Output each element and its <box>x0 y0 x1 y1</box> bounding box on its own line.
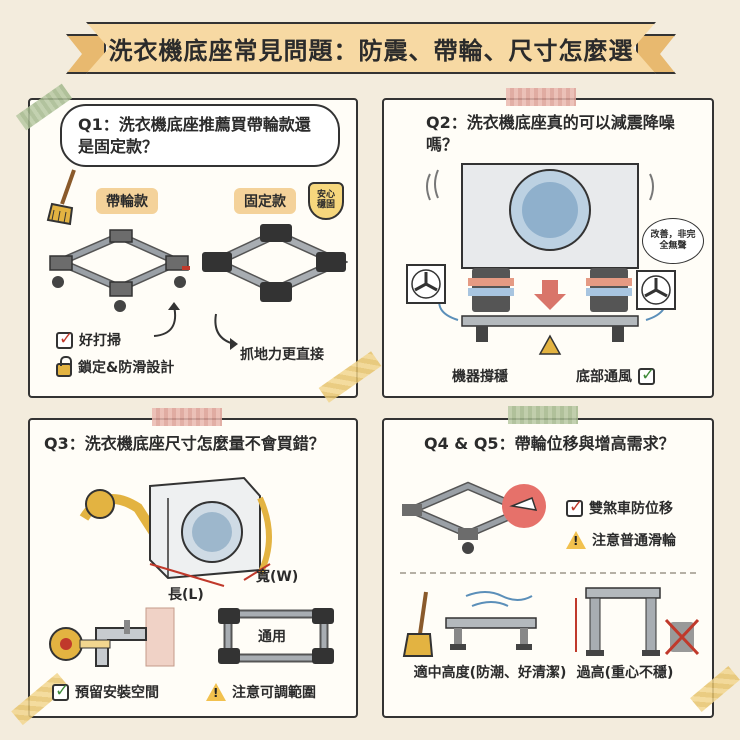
check-icon <box>52 681 69 701</box>
broom-icon <box>46 169 76 226</box>
q4-tip-text: 雙煞車防位移 <box>589 501 673 517</box>
fixed-pro-text: 抓地力更直接 <box>240 347 324 363</box>
too-tall-text: 過高(重心不穩) <box>576 665 674 681</box>
q4-question: Q4 & Q5：帶輪位移與增高需求？ <box>424 434 675 453</box>
tape-decoration <box>152 408 222 426</box>
warning-icon <box>206 683 226 701</box>
q1-pro-item: 鎖定&防滑設計 <box>56 355 175 377</box>
length-label: 長(L) <box>168 587 204 603</box>
q2-label-support: 機器撐穩 <box>452 369 508 385</box>
arrow-icon <box>214 313 238 350</box>
wheeled-base-image <box>49 229 190 312</box>
wheeled-label: 帶輪款 <box>96 188 158 214</box>
q2-question: Q2：洗衣機底座真的可以減震降噪嗎？ <box>426 113 675 154</box>
q3-tip-item: 預留安裝空間 <box>52 681 159 702</box>
universal-base-image <box>218 608 334 664</box>
arrow-icon <box>153 302 180 337</box>
pipe-and-tape-image <box>49 607 175 667</box>
fixed-base-image <box>202 224 348 302</box>
q3-tip-text: 預留安裝空間 <box>75 685 159 701</box>
q1-pro-text: 鎖定&防滑設計 <box>78 360 175 376</box>
washer-measure-image <box>79 476 272 587</box>
page-title: 洗衣機底座常見問題：防震、帶輪、尺寸怎麼選 <box>86 22 656 74</box>
tape-decoration <box>508 406 578 424</box>
fan-icon <box>636 270 676 310</box>
washer-on-base-image <box>426 163 667 355</box>
broom-icon <box>402 591 434 657</box>
divider <box>400 572 696 574</box>
panel-q4 <box>382 418 714 718</box>
badge-text: 安心穩固 <box>316 190 335 210</box>
tall-stand-image <box>575 587 700 656</box>
q3-tip-text: 注意可調範圍 <box>232 685 316 701</box>
noise-note: 改善，非完全無聲 <box>650 230 696 251</box>
width-label: 寬(W) <box>256 569 299 585</box>
q4-tip-text: 注意普通滑輪 <box>592 533 676 549</box>
stability-badge: 安心穩固 <box>308 182 344 220</box>
q1-question: Q1：洗衣機底座推薦買帶輪款還是固定款？ <box>78 115 311 156</box>
tape-decoration <box>506 88 576 106</box>
q1-pro-text: 好打掃 <box>79 333 121 349</box>
q4-tip-item: 雙煞車防位移 <box>566 497 673 518</box>
check-icon <box>566 497 583 517</box>
noise-note-bubble: 改善，非完全無聲 <box>642 218 704 264</box>
q3-tip-item: 注意可調範圍 <box>206 682 316 702</box>
fan-icon <box>406 264 446 304</box>
moderate-height-stand-image <box>445 591 537 650</box>
q2-label-ventilation: 底部通風 <box>576 369 632 385</box>
warning-icon <box>566 531 586 549</box>
moderate-height-text: 適中高度(防潮、好清潔) <box>413 665 567 681</box>
q4-tip-item: 注意普通滑輪 <box>566 530 676 550</box>
check-icon <box>56 329 73 349</box>
check-icon <box>638 365 655 385</box>
q1-question-bubble: Q1：洗衣機底座推薦買帶輪款還是固定款？ <box>60 104 340 168</box>
fixed-label: 固定款 <box>234 188 296 214</box>
lock-icon <box>56 355 72 377</box>
q2-label-ventilation-item: 底部通風 <box>576 365 655 386</box>
q3-question: Q3：洗衣機底座尺寸怎麼量不會買錯？ <box>44 434 325 453</box>
universal-label: 通用 <box>258 629 286 645</box>
braked-wheel-base-image <box>401 481 546 554</box>
q1-pro-item: 好打掃 <box>56 329 121 350</box>
